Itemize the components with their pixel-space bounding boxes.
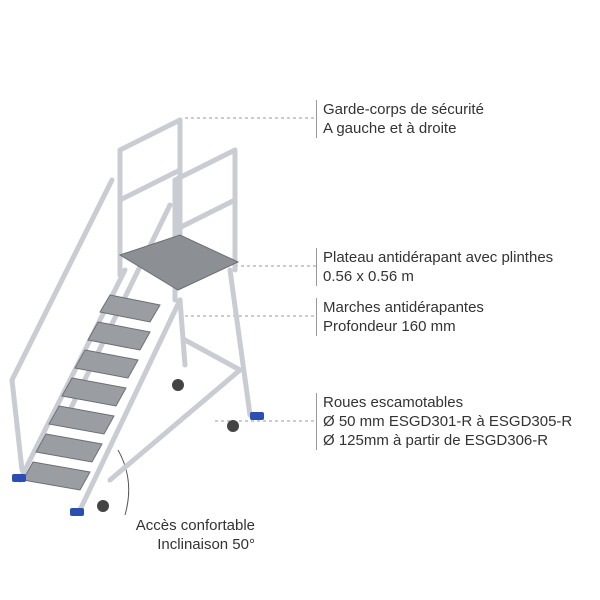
- steps: [22, 294, 161, 491]
- leader-curve: [117, 449, 130, 516]
- callout-steps: Marches antidérapantes Profondeur 160 mm: [316, 298, 484, 336]
- platform-deck: [118, 234, 240, 291]
- ladder-frame: [9, 117, 253, 513]
- callout-access: Accès confortable Inclinaison 50°: [136, 516, 255, 554]
- callout-detail: Ø 125mm à partir de ESGD306-R: [323, 432, 549, 449]
- callout-guardrail: Garde-corps de sécurité A gauche et à dr…: [316, 100, 484, 138]
- callout-detail: Ø 50 mm ESGD301-R à ESGD305-R: [323, 413, 573, 430]
- callout-wheels: Roues escamotables Ø 50 mm ESGD301-R à E…: [316, 393, 572, 450]
- callout-title: Roues escamotables: [323, 394, 464, 411]
- callout-title: Garde-corps de sécurité: [323, 101, 484, 118]
- callout-detail: Profondeur 160 mm: [323, 318, 456, 335]
- callout-detail: Inclinaison 50°: [157, 536, 255, 553]
- callout-detail: A gauche et à droite: [323, 120, 457, 137]
- feet: [12, 412, 264, 516]
- callout-title: Marches antidérapantes: [323, 299, 484, 316]
- callout-platform: Plateau antidérapant avec plinthes 0.56 …: [316, 248, 553, 286]
- callout-title: Plateau antidérapant avec plinthes: [323, 249, 554, 266]
- callout-title: Accès confortable: [135, 517, 255, 534]
- callout-detail: 0.56 x 0.56 m: [323, 268, 414, 285]
- wheels: [97, 379, 239, 512]
- leader-lines: [185, 117, 316, 422]
